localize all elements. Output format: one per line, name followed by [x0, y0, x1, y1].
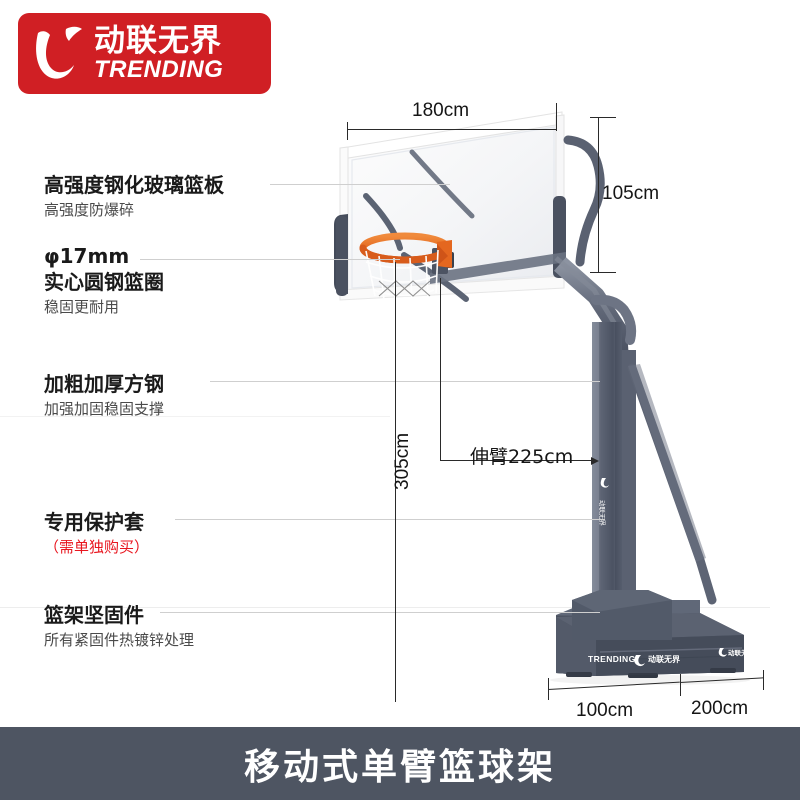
- logo-text-block: 动联无界 TRENDING: [94, 25, 223, 83]
- dimtick-base-right: [763, 670, 764, 690]
- dimension-backboard-width: 180cm: [412, 100, 470, 121]
- feature-fasteners: 篮架坚固件 所有紧固件热镀锌处理: [44, 602, 194, 652]
- svg-text:TRENDING: TRENDING: [588, 654, 636, 664]
- basketball-hoop-illustration: TRENDING 动联无界 动联无界 动联无界: [334, 111, 755, 685]
- dimtick-base-mid: [680, 674, 681, 696]
- arrow-extension: [591, 457, 599, 465]
- svg-text:动联无界: 动联无界: [598, 500, 607, 527]
- banner-title: 移动式单臂篮球架: [243, 746, 556, 788]
- svg-text:动联无界: 动联无界: [648, 654, 681, 664]
- leader-line-backboard: [270, 184, 450, 185]
- feature-title: 加粗加厚方钢: [44, 372, 164, 396]
- swoosh-icon: [30, 23, 90, 85]
- dimension-rim-height: 305cm: [392, 432, 413, 490]
- dimtick-bottom: [590, 272, 616, 273]
- feature-title: 篮架坚固件: [44, 603, 144, 627]
- feature-backboard: 高强度钢化玻璃篮板 高强度防爆碎: [44, 172, 224, 222]
- feature-square-steel: 加粗加厚方钢 加强加固稳固支撑: [44, 371, 164, 421]
- logo-english-name: TRENDING: [94, 56, 224, 84]
- feature-subtitle: 加强加固稳固支撑: [44, 400, 165, 418]
- dimension-base-depth: 100cm: [576, 700, 634, 721]
- dimtick-left: [347, 122, 348, 140]
- feature-title: 专用保护套: [44, 510, 144, 534]
- feature-subtitle: 高强度防爆碎: [44, 201, 135, 219]
- leader-line-cover: [175, 519, 605, 520]
- feature-title: φ17mm: [44, 244, 130, 268]
- feature-subtitle-note: （需单独购买）: [44, 538, 150, 556]
- bottom-banner: 移动式单臂篮球架: [0, 727, 800, 800]
- svg-text:动联无界: 动联无界: [728, 648, 755, 657]
- ground-line: [0, 607, 770, 608]
- leader-line-fasteners: [160, 612, 600, 613]
- dimtick-right: [556, 103, 557, 131]
- feature-subtitle: 稳固更耐用: [44, 298, 120, 316]
- leader-line-steel: [210, 381, 600, 382]
- dimtick-base-left: [548, 678, 549, 700]
- feature-title-line2: 实心圆钢篮圈: [44, 270, 164, 294]
- dimline-extension-left: [440, 278, 441, 460]
- feature-protective-cover: 专用保护套 （需单独购买）: [44, 509, 149, 559]
- leader-line-rim: [140, 259, 400, 260]
- dimline-extension: [440, 460, 595, 461]
- dimtick-top: [590, 117, 616, 118]
- upper-reference-line: [0, 416, 390, 417]
- feature-rim: φ17mm 实心圆钢篮圈 稳固更耐用: [44, 243, 164, 319]
- dimension-extension: 伸臂225cm: [470, 446, 574, 468]
- dimension-base-length: 200cm: [691, 698, 749, 719]
- feature-title: 高强度钢化玻璃篮板: [44, 173, 224, 197]
- brand-logo: 动联无界 TRENDING: [18, 13, 271, 94]
- logo-chinese-name: 动联无界: [94, 22, 222, 59]
- dimline-backboard-width: [347, 129, 556, 130]
- dimline-rim-height: [395, 262, 396, 702]
- dimline-backboard-height: [598, 117, 599, 273]
- feature-subtitle: 所有紧固件热镀锌处理: [44, 631, 195, 649]
- dimension-backboard-height: 105cm: [602, 183, 660, 204]
